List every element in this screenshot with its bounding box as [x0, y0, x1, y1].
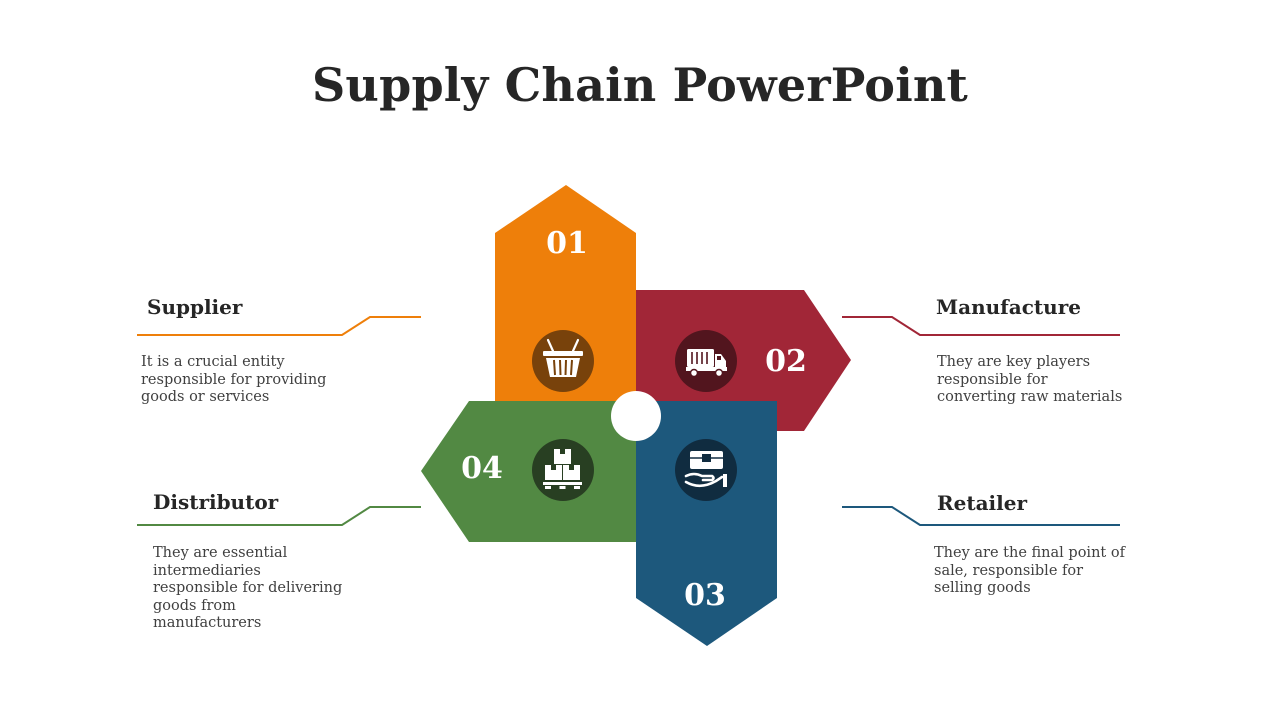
retailer-arrow[interactable]	[636, 401, 777, 646]
retailer-description: They are the final point of sale, respon…	[934, 545, 1125, 596]
supplier-description: It is a crucial entity responsible for p…	[141, 354, 327, 405]
manufacture-connector-line	[842, 316, 1120, 336]
supplier-arrow[interactable]	[495, 185, 636, 401]
step-number-03: 03	[684, 578, 726, 613]
distributor-label: Distributor	[153, 490, 279, 514]
delivery-truck-icon	[675, 330, 737, 392]
distributor-connector-line	[137, 506, 421, 526]
shopping-basket-icon	[532, 330, 594, 392]
stacked-boxes-icon	[532, 439, 594, 501]
step-number-02: 02	[765, 344, 807, 379]
supplier-connector-line	[137, 316, 421, 336]
step-number-01: 01	[546, 226, 588, 261]
distributor-arrow[interactable]	[421, 401, 636, 542]
manufacture-arrow[interactable]	[636, 290, 851, 431]
center-hub	[611, 391, 661, 441]
supplier-label: Supplier	[147, 295, 243, 319]
manufacture-label: Manufacture	[936, 295, 1081, 319]
retailer-label: Retailer	[937, 491, 1027, 515]
retailer-connector-line	[842, 506, 1120, 526]
distributor-description: They are essential intermediaries respon…	[153, 545, 343, 631]
hand-box-icon	[675, 439, 737, 501]
slide-title: Supply Chain PowerPoint	[312, 58, 968, 112]
manufacture-description: They are key players responsible for con…	[937, 354, 1123, 405]
step-number-04: 04	[461, 451, 503, 486]
